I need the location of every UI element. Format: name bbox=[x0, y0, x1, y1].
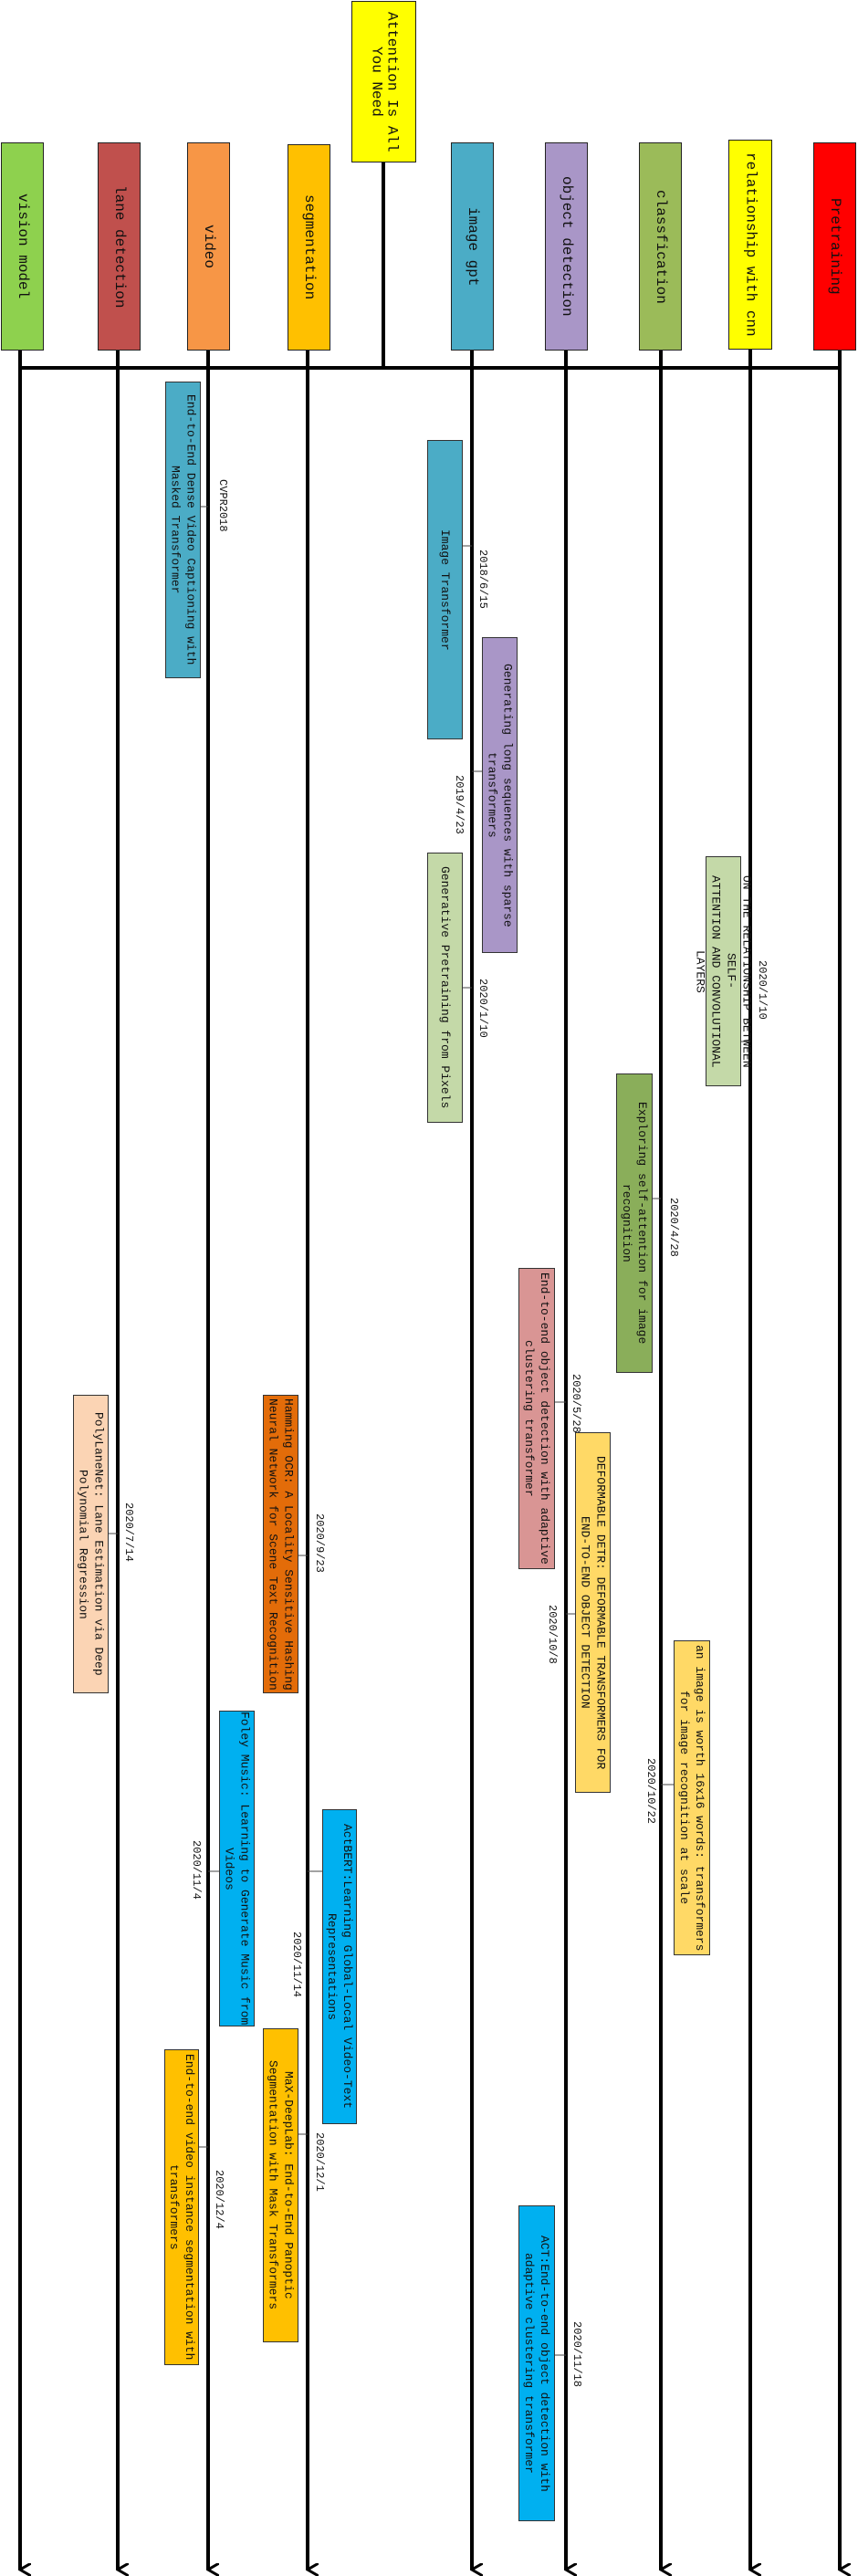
paper-date: 2019/4/23 bbox=[453, 775, 466, 834]
paper-card-image-transformer[interactable]: Image Transformer bbox=[427, 440, 463, 739]
category-relationship-with-cnn[interactable]: relationship with cnn bbox=[728, 140, 772, 350]
paper-title: Generating long sequences with sparse tr… bbox=[485, 663, 515, 927]
paper-date: 2020/4/28 bbox=[667, 1198, 680, 1257]
paper-title: ON THE RELATIONSHIP BETWEEN SELF- ATTENT… bbox=[693, 874, 754, 1068]
category-vision-model[interactable]: vision model bbox=[1, 142, 44, 351]
paper-title: ACT:End-to-end object detection with ada… bbox=[522, 2235, 551, 2492]
paper-card-dense-video-captioning[interactable]: End-to-End Dense Video Captioning with M… bbox=[165, 382, 201, 678]
paper-date: 2020/10/8 bbox=[546, 1605, 559, 1664]
paper-date: 2020/12/4 bbox=[213, 2170, 225, 2229]
paper-card-foley-music[interactable]: Foley Music: Learning to Generate Music … bbox=[219, 1711, 255, 2026]
category-lane-detection[interactable]: lane detection bbox=[98, 142, 141, 351]
paper-connectors bbox=[109, 506, 750, 2356]
paper-title: Foley Music: Learning to Generate Music … bbox=[222, 1712, 252, 2026]
category-label: image gpt bbox=[465, 206, 481, 287]
paper-title: End-to-end object detection with adaptiv… bbox=[522, 1272, 551, 1565]
paper-title: End-to-end video instance segmentation w… bbox=[167, 2054, 196, 2361]
paper-date: 2020/9/23 bbox=[313, 1513, 326, 1573]
paper-title: an image is worth 16x16 words: transform… bbox=[677, 1644, 706, 1952]
paper-card-exploring-self-attention[interactable]: Exploring self-attention for image recog… bbox=[616, 1073, 653, 1373]
paper-card-video-instance-segmentation[interactable]: End-to-end video instance segmentation w… bbox=[164, 2049, 199, 2365]
category-label: relationship with cnn bbox=[742, 152, 759, 337]
paper-title: Image Transformer bbox=[438, 529, 452, 651]
paper-card-actbert[interactable]: ActBERT:Learning Global-Local Video-Text… bbox=[322, 1809, 357, 2124]
category-label: object detection bbox=[559, 176, 575, 317]
paper-card-hamming-ocr[interactable]: Hamming OCR: A Locality Sensitive Hashin… bbox=[263, 1395, 298, 1693]
paper-date: 2020/1/10 bbox=[476, 979, 489, 1038]
paper-card-vit[interactable]: an image is worth 16x16 words: transform… bbox=[674, 1640, 710, 1955]
paper-date: 2020/12/1 bbox=[313, 2132, 326, 2192]
paper-date: 2020/10/22 bbox=[644, 1758, 657, 1825]
paper-date: 2020/11/18 bbox=[570, 2321, 583, 2388]
category-object-detection[interactable]: object detection bbox=[545, 142, 588, 351]
paper-title: ActBERT:Learning Global-Local Video-Text… bbox=[325, 1824, 354, 2110]
paper-card-act-detection[interactable]: ACT:End-to-end object detection with ada… bbox=[518, 2205, 555, 2521]
paper-title: DEFORMABLE DETR: DEFORMABLE TRANSFORMERS… bbox=[578, 1455, 608, 1770]
paper-date: CVPR2018 bbox=[216, 479, 229, 532]
category-pretraining[interactable]: Pretraining bbox=[813, 142, 856, 351]
paper-date: 2020/1/10 bbox=[756, 960, 769, 1020]
paper-card-sparse-transformers[interactable]: Generating long sequences with sparse tr… bbox=[482, 637, 518, 953]
category-label: video bbox=[201, 224, 217, 268]
paper-title: Generative Pretraining from Pixels bbox=[438, 866, 452, 1109]
paper-date: 2020/5/28 bbox=[570, 1374, 582, 1433]
category-segmentation[interactable]: segmentation bbox=[288, 144, 330, 351]
category-label: segmentation bbox=[301, 194, 318, 300]
category-label: Pretraining bbox=[827, 198, 843, 295]
paper-date: 2020/11/14 bbox=[290, 1932, 303, 1998]
category-label: vision model bbox=[15, 194, 31, 299]
paper-card-max-deeplab[interactable]: MaX-DeepLab: End-to-End Panoptic Segment… bbox=[263, 2028, 298, 2342]
paper-card-deformable-detr[interactable]: DEFORMABLE DETR: DEFORMABLE TRANSFORMERS… bbox=[575, 1432, 611, 1793]
paper-card-generative-pretraining-pixels[interactable]: Generative Pretraining from Pixels bbox=[427, 853, 463, 1123]
paper-title: Hamming OCR: A Locality Sensitive Hashin… bbox=[266, 1398, 296, 1691]
paper-date: 2020/7/14 bbox=[122, 1503, 135, 1562]
paper-title: End-to-End Dense Video Captioning with M… bbox=[168, 394, 198, 665]
paper-card-polylanenet[interactable]: PolyLaneNet: Lane Estimation via Deep Po… bbox=[73, 1395, 109, 1693]
title-label: Attention Is All You Need bbox=[368, 11, 401, 152]
timeline-arrows bbox=[18, 368, 840, 2570]
category-image-gpt[interactable]: image gpt bbox=[451, 142, 494, 351]
paper-date: 2018/6/15 bbox=[476, 550, 489, 609]
paper-title: Exploring self-attention for image recog… bbox=[620, 1102, 649, 1345]
paper-title: MaX-DeepLab: End-to-End Panoptic Segment… bbox=[266, 2060, 296, 2310]
category-label: classfication bbox=[653, 189, 669, 304]
paper-title: PolyLaneNet: Lane Estimation via Deep Po… bbox=[76, 1412, 106, 1676]
paper-date: 2020/11/4 bbox=[190, 1840, 203, 1900]
paper-card-adaptive-clustering[interactable]: End-to-end object detection with adaptiv… bbox=[518, 1268, 555, 1569]
paper-card-self-attention-convolution[interactable]: ON THE RELATIONSHIP BETWEEN SELF- ATTENT… bbox=[694, 856, 754, 1086]
category-video[interactable]: video bbox=[187, 142, 230, 351]
category-connectors bbox=[18, 350, 842, 368]
category-label: lane detection bbox=[111, 184, 128, 309]
title-box: Attention Is All You Need bbox=[351, 1, 416, 162]
category-classfication[interactable]: classfication bbox=[639, 142, 682, 351]
